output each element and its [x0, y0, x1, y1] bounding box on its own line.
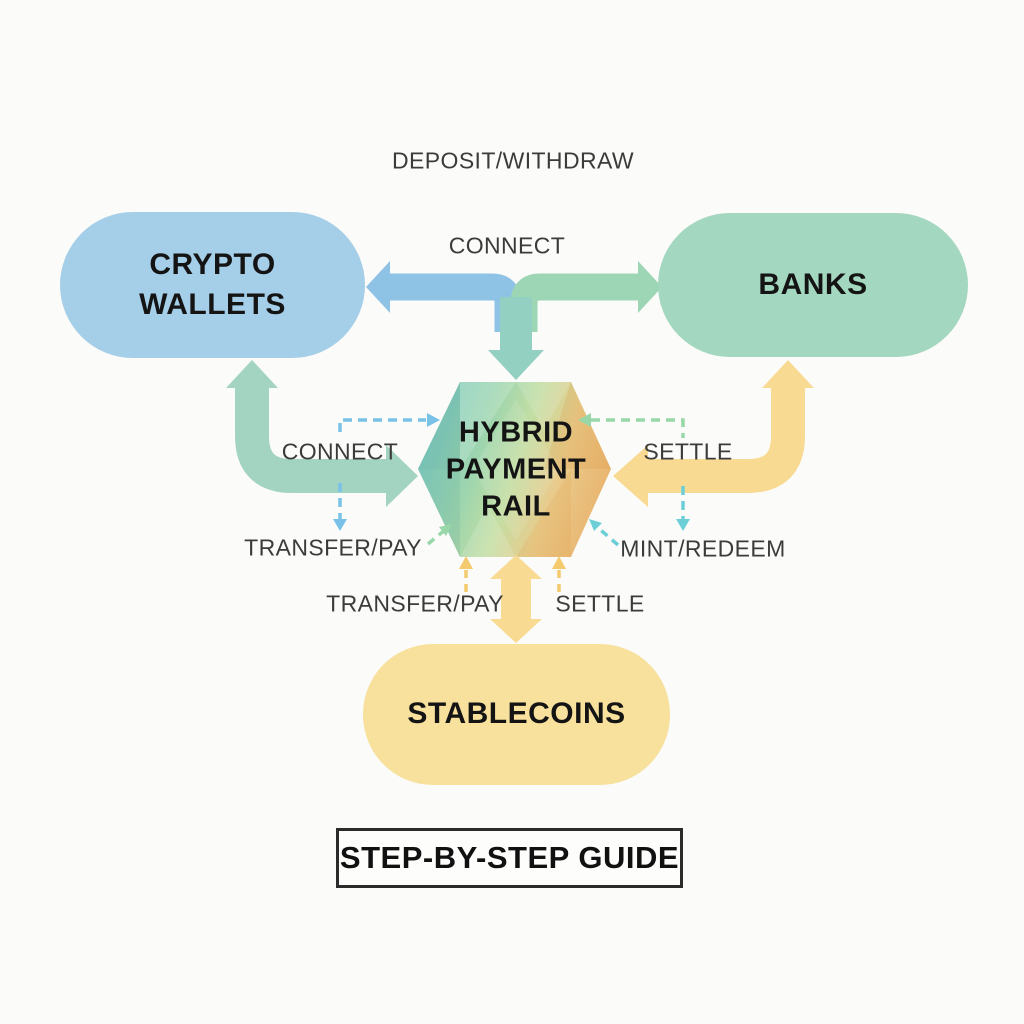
node-crypto-wallets: CRYPTO WALLETS: [60, 212, 365, 358]
label-connect-top: CONNECT: [448, 232, 566, 259]
label-deposit-withdraw: DEPOSIT/WITHDRAW: [392, 147, 634, 174]
hexagon-facet: [516, 382, 571, 430]
dashed-green-path: [591, 418, 685, 438]
dashed-arrowhead-up-left: [589, 519, 602, 531]
bank-rail-settle-arrow: [613, 360, 814, 507]
wallet-rail-elbow: [235, 386, 386, 493]
label-mint-redeem: MINT/REDEEM: [620, 535, 786, 562]
dashed-arrowhead-up-right: [439, 524, 452, 536]
node-banks: BANKS: [658, 213, 968, 357]
trident-branch-to-wallets: [388, 273, 522, 332]
dashed-arrowhead-up: [552, 556, 566, 569]
dashed-arrowhead-down: [333, 519, 347, 531]
node-stablecoins: STABLECOINS: [363, 644, 670, 785]
label-settle-right: SETTLE: [643, 438, 733, 465]
label-transfer-pay-bottom: TRANSFER/PAY: [326, 590, 504, 617]
label-connect-left: CONNECT: [281, 438, 399, 465]
dashed-arrowhead-left: [578, 413, 591, 427]
trident-branch-to-banks: [510, 273, 646, 332]
arrowhead-right-to-rail: [386, 445, 418, 507]
hexagon-facet: [516, 469, 571, 557]
hexagon-facet: [472, 400, 560, 540]
dashed-transfer-pay-arrow: [426, 524, 452, 546]
dashed-stablecoin-flow-arrows: [459, 556, 566, 592]
dashed-wallet-connect-arrow: [333, 413, 440, 531]
step-by-step-guide-box: STEP-BY-STEP GUIDE: [336, 828, 683, 888]
dashed-arrowhead-down: [676, 519, 690, 531]
label-transfer-pay-left: TRANSFER/PAY: [244, 534, 422, 561]
arrowhead-left-to-wallets: [366, 261, 390, 313]
dashed-arrowhead-right: [427, 413, 440, 427]
arrowhead-right-to-banks: [638, 261, 662, 313]
hexagon-facet: [460, 505, 516, 557]
hexagon-facet: [544, 382, 611, 469]
hexagon-shape: [418, 382, 611, 557]
dashed-arrowhead-up: [459, 556, 473, 569]
arrowhead-up-to-banks: [762, 360, 814, 388]
dashed-diagonal-right: [594, 524, 620, 547]
dashed-bank-settle-arrow: [578, 413, 690, 531]
node-hybrid-payment-rail-label: HYBRID PAYMENT RAIL: [445, 416, 587, 523]
hybrid-payment-rail-hexagon: [418, 382, 611, 557]
arrowhead-up-to-rail: [490, 555, 542, 579]
bank-rail-elbow: [648, 386, 805, 493]
hexagon-facet: [418, 469, 460, 557]
hexagon-facet: [418, 382, 460, 469]
arrowhead-down-to-stablecoins: [490, 619, 542, 643]
connect-trident-arrow: [366, 261, 662, 380]
label-settle-bottom: SETTLE: [555, 590, 645, 617]
dashed-mint-redeem-arrow: [589, 519, 620, 547]
hexagon-facet: [460, 382, 516, 469]
arrowhead-up-to-wallets: [226, 360, 278, 388]
dashed-blue-path: [338, 418, 426, 522]
arrowhead-left-to-rail: [613, 445, 648, 507]
wallet-rail-connect-arrow: [226, 360, 418, 507]
arrowhead-down-to-rail: [488, 350, 544, 380]
rail-stablecoin-double-arrow: [490, 555, 542, 643]
